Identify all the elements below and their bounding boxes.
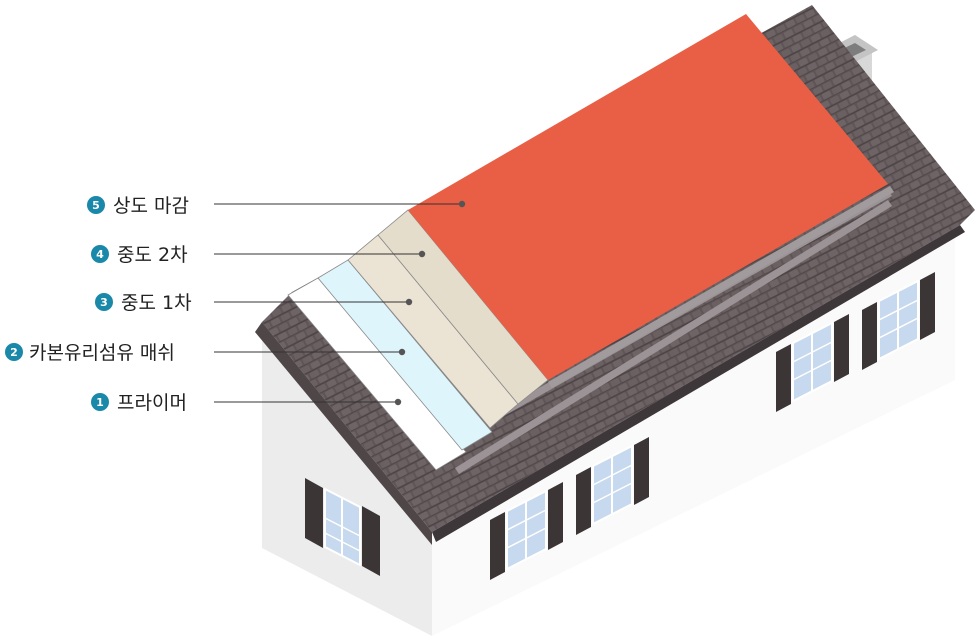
callout-2: 2 카본유리섬유 매쉬 [5,342,406,364]
roof-eave [432,225,965,542]
badge-1 [91,393,109,411]
callouts: 5 상도 마감 4 중도 2차 3 중도 1차 2 카본유리섬유 매쉬 [5,195,466,414]
layer-carbon-mesh [317,259,493,451]
badge-2-number: 2 [10,346,18,359]
callout-1-label: 프라이머 [117,392,187,414]
badge-5-number: 5 [92,199,100,212]
window-front-1 [490,482,563,580]
badge-4 [91,245,109,263]
window-front-3 [776,314,849,412]
coating-layers [287,14,888,471]
badge-2 [5,343,23,361]
callout-5-label: 상도 마감 [113,195,189,217]
callout-4: 4 중도 2차 [91,244,426,266]
layer-edge-steps [455,186,894,474]
badge-1-number: 1 [96,396,104,409]
badge-4-number: 4 [96,248,104,261]
callout-5: 5 상도 마감 [87,195,466,217]
gable-wall [262,322,432,636]
layer-primer [287,277,467,471]
callout-1: 1 프라이머 [91,392,402,414]
window-front-4 [862,272,935,370]
callout-2-label: 카본유리섬유 매쉬 [29,342,175,364]
badge-3-number: 3 [100,296,108,309]
badge-3 [95,293,113,311]
windows [305,272,935,580]
window-gable [305,478,380,576]
callout-4-label: 중도 2차 [117,244,188,266]
layer-topcoat [408,14,888,380]
badge-5 [87,196,105,214]
callout-3: 3 중도 1차 [95,292,413,314]
callout-3-label: 중도 1차 [121,292,192,314]
roof-shingles-gable-edge [255,322,432,545]
window-front-2 [576,437,649,535]
